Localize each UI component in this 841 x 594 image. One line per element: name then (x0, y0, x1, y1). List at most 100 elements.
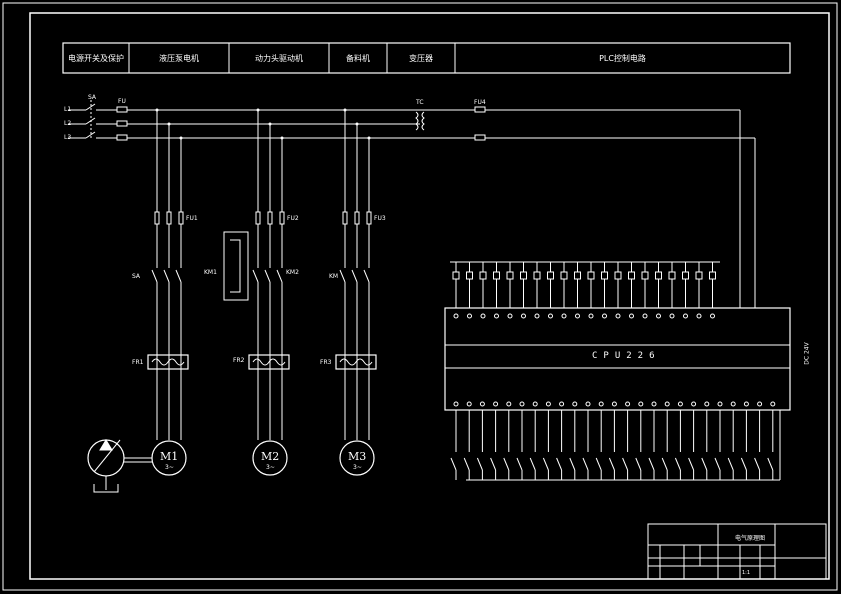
plc-output-terminal (534, 313, 540, 319)
plc-input-terminal (730, 401, 736, 407)
plc-output-terminal (615, 313, 621, 319)
plc-input-terminal (598, 401, 604, 407)
contactor-sa-label: SA (132, 273, 141, 280)
plc-model-label: CPU226 (592, 351, 661, 361)
plc-input-terminal (704, 401, 710, 407)
plc-output-load (493, 271, 500, 280)
plc-output-terminal (642, 313, 648, 319)
main-fuse-label: FU (118, 98, 126, 105)
plc-input-terminal (493, 401, 499, 407)
plc-output-terminal (669, 313, 675, 319)
plc-output-load (479, 271, 487, 280)
plc-input-switch (767, 457, 774, 471)
plc-output-terminal (656, 313, 661, 319)
plc-output-load (533, 271, 541, 280)
plc-output-load (641, 271, 649, 280)
plc-input-terminal (479, 401, 485, 407)
plc-input-terminal (559, 401, 565, 407)
plc-output-load (709, 271, 716, 280)
plc-output-terminal (507, 313, 513, 319)
plc-input-switch (674, 457, 681, 471)
plc-input-switch (701, 457, 708, 471)
plc-output-load (452, 271, 460, 280)
plc-output-terminal (561, 313, 567, 319)
main-switch-label: SA (88, 94, 97, 101)
plc-output-load (574, 271, 581, 280)
transformer-label: TC (416, 99, 424, 106)
contactor-km-label: KM (329, 273, 339, 280)
title-block (647, 523, 827, 580)
plc-input-switch (569, 457, 576, 471)
plc-input-switch (503, 457, 510, 471)
title-block-scale: 1:1 (742, 570, 751, 576)
plc-input-switch (754, 457, 761, 471)
plc-output-load (628, 271, 635, 280)
plc-input-switch (516, 457, 523, 471)
header-transformer: 变压器 (409, 53, 433, 63)
fuse-fu2-label: FU2 (287, 215, 299, 222)
plc-output-load (547, 271, 554, 280)
plc-input-terminal (757, 401, 763, 407)
plc-input-terminal (519, 401, 525, 407)
plc-output-terminal (521, 313, 526, 319)
plc-input-terminal (466, 401, 472, 407)
plc-input-switch (608, 457, 615, 471)
relay-fr2-label: FR2 (233, 357, 245, 364)
header-table (62, 42, 791, 74)
plc-input-terminal (532, 401, 538, 407)
relay-fr3-label: FR3 (320, 359, 332, 366)
plc-input-terminal (611, 401, 617, 407)
header-plc-circuit: PLC控制电路 (599, 53, 646, 63)
plc-input-terminal (664, 401, 670, 407)
plc-input-terminal (743, 401, 749, 407)
motor-m3-symbol (339, 440, 375, 476)
plc-input-switch (463, 457, 470, 471)
supply-lines (68, 100, 756, 308)
plc-block (444, 261, 791, 481)
plc-output-load (668, 271, 676, 280)
contactor-km1-label: KM1 (204, 269, 217, 276)
motor-m2-symbol (252, 440, 288, 476)
plc-output-terminal (696, 313, 702, 319)
plc-output-load (520, 271, 527, 280)
plc-input-switch (740, 457, 747, 471)
plc-input-terminal (453, 401, 459, 407)
plc-output-load (601, 271, 608, 280)
plc-input-terminal (585, 401, 591, 407)
plc-output-load (614, 271, 622, 280)
plc-output-terminal (588, 313, 594, 319)
plc-input-switch (450, 457, 457, 471)
plc-output-terminal (480, 313, 486, 319)
plc-input-switch (714, 457, 721, 471)
motor-branches (87, 108, 377, 493)
plc-output-terminal (494, 313, 499, 319)
plc-input-switch (476, 457, 483, 471)
plc-input-terminal (545, 401, 551, 407)
inner-border (29, 12, 830, 580)
header-power-head: 动力头驱动机 (255, 53, 303, 63)
plc-input-terminal (651, 401, 657, 407)
plc-output-load (506, 271, 514, 280)
plc-output-terminal (602, 313, 607, 319)
plc-output-terminal (575, 313, 580, 319)
plc-output-load (466, 271, 473, 280)
motor-m1-phase: 3~ (165, 464, 174, 471)
plc-input-switch (542, 457, 549, 471)
plc-output-terminal (683, 313, 688, 319)
plc-output-terminal (710, 313, 715, 319)
plc-input-switch (490, 457, 497, 471)
motor-m2-label: M2 (261, 450, 280, 463)
plc-input-terminal (691, 401, 697, 407)
plc-input-terminal (572, 401, 578, 407)
plc-input-terminal (770, 401, 776, 407)
plc-side-label: DC 24V (803, 342, 811, 365)
plc-input-switch (727, 457, 734, 471)
plc-input-terminal (638, 401, 644, 407)
motor-m3-label: M3 (348, 450, 367, 463)
title-block-title: 电气原理图 (735, 535, 766, 542)
plc-input-terminal (717, 401, 723, 407)
plc-output-load (655, 271, 662, 280)
plc-input-switch (582, 457, 589, 471)
